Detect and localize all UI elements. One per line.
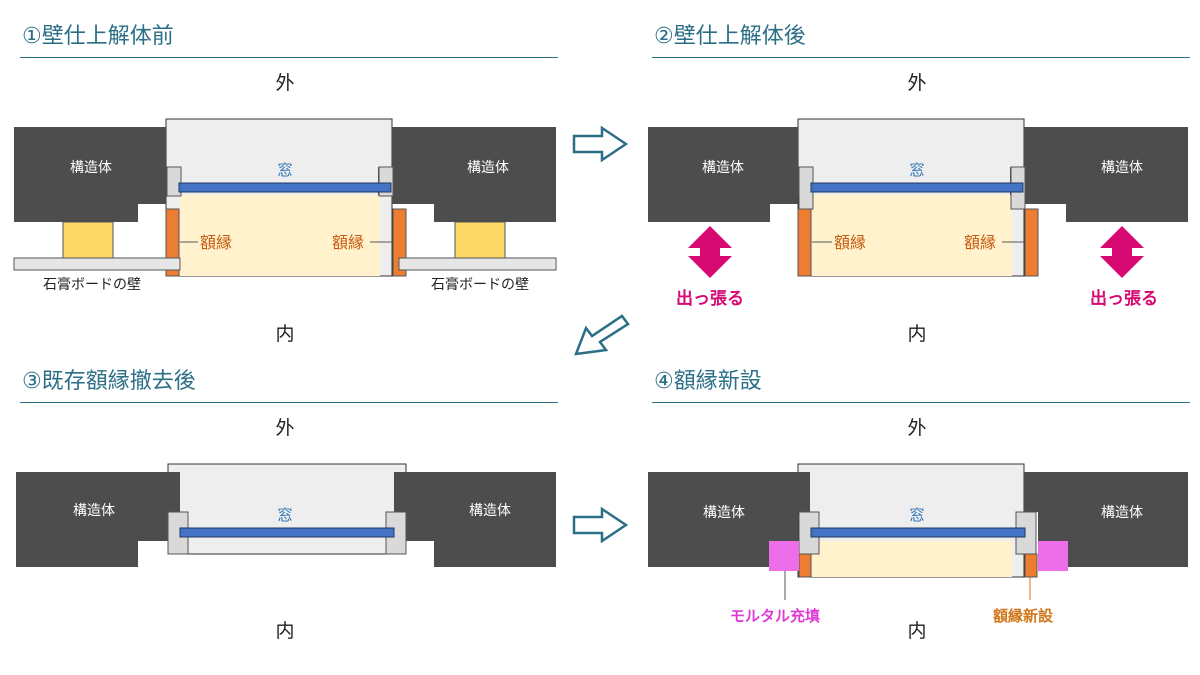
gypsum-label-right: 石膏ボードの壁 [431, 276, 529, 293]
window-label: 窓 [909, 506, 924, 524]
inside-label: 内 [907, 323, 926, 345]
structure-label-right: 構造体 [469, 503, 511, 519]
panel-title: ④額縁新設 [654, 369, 762, 394]
panel-after-demolition: ②壁仕上解体後 外 内 構造体 構造体 窓 額縁 額縁 出っ張る 出っ張る [632, 0, 1192, 345]
outside-label: 外 [907, 72, 926, 94]
protrude-label-right: 出っ張る [1090, 288, 1158, 309]
structure-wall-right [1010, 127, 1188, 222]
inside-label: 内 [275, 620, 294, 642]
title-divider [652, 57, 1190, 58]
title-divider [20, 57, 558, 58]
structure-label-left: 構造体 [703, 505, 745, 521]
window-label: 窓 [277, 161, 292, 179]
structure-label-right: 構造体 [1101, 505, 1143, 521]
glass-pane [810, 527, 1026, 538]
inside-label: 内 [907, 620, 926, 642]
frame-fill [180, 195, 380, 276]
title-divider [20, 402, 558, 403]
new-frame-label: 額縁新設 [992, 607, 1054, 625]
glass-pane [179, 527, 395, 538]
gypsum-board-right [398, 257, 557, 271]
mortar-fill-right [1038, 541, 1068, 571]
outside-label: 外 [907, 417, 926, 439]
sash-left [166, 166, 182, 197]
structure-wall-left [14, 127, 180, 222]
panel-title: ③既存額縁撤去後 [22, 369, 196, 394]
structure-wall-right [394, 472, 556, 567]
frame-jamb-right [1024, 208, 1039, 277]
window-label: 窓 [909, 161, 924, 179]
structure-label-left: 構造体 [70, 160, 112, 176]
glass-pane [810, 182, 1024, 193]
protrude-arrow-right [1100, 226, 1144, 278]
window-label: 窓 [277, 506, 292, 524]
panel-title: ①壁仕上解体前 [22, 24, 174, 49]
mortar-label: モルタル充填 [730, 607, 820, 625]
arrow-right-icon [572, 507, 628, 543]
panel-before-demolition: ①壁仕上解体前 外 内 構造体 構造体 窓 額縁 額縁 [0, 0, 560, 345]
protrude-arrow-left [688, 226, 732, 278]
panel-new-frame: ④額縁新設 外 内 構造体 構造体 窓 モルタル充填 額縁新設 [632, 345, 1192, 675]
new-frame-jamb-left [798, 553, 812, 578]
structure-label-left: 構造体 [73, 503, 115, 519]
section-drawing: 外 内 構造体 構造体 窓 額縁 額縁 [13, 72, 557, 345]
panel-after-frame-removal: ③既存額縁撤去後 外 内 構造体 構造体 窓 [0, 345, 560, 675]
structure-wall-right [378, 127, 556, 222]
inside-label: 内 [275, 323, 294, 345]
frame-label-right: 額縁 [964, 233, 996, 252]
gypsum-board-left [13, 257, 181, 271]
title-divider [652, 402, 1190, 403]
stud-left [62, 221, 114, 259]
section-drawing: 外 内 構造体 構造体 窓 モルタル充填 額縁新設 [648, 417, 1188, 642]
glass-pane [178, 182, 392, 193]
section-drawing: 外 内 構造体 構造体 窓 額縁 額縁 出っ張る 出っ張る [648, 72, 1188, 345]
structure-wall-right [1024, 472, 1188, 567]
structure-label-right: 構造体 [1101, 160, 1143, 176]
arrow-down-left-icon [574, 314, 630, 356]
mortar-fill-left [769, 541, 799, 571]
outside-label: 外 [275, 72, 294, 94]
structure-wall-left [16, 472, 180, 567]
frame-fill [812, 195, 1012, 276]
structure-wall-left [648, 127, 812, 222]
frame-jamb-left [797, 208, 812, 277]
structure-label-right: 構造体 [467, 160, 509, 176]
outside-label: 外 [275, 417, 294, 439]
gypsum-label-left: 石膏ボードの壁 [43, 276, 141, 293]
stud-right [454, 221, 506, 259]
structure-label-left: 構造体 [702, 160, 744, 176]
section-drawing: 外 内 構造体 構造体 窓 [16, 417, 556, 642]
arrow-right-icon [572, 126, 628, 162]
frame-label-right: 額縁 [332, 233, 364, 252]
frame-label-left: 額縁 [834, 233, 866, 252]
new-frame-jamb-right [1024, 553, 1038, 578]
protrude-label-left: 出っ張る [676, 288, 744, 309]
frame-label-left: 額縁 [200, 233, 232, 252]
window-box [167, 463, 407, 555]
panel-title: ②壁仕上解体後 [654, 24, 806, 49]
frame-fill [812, 541, 1012, 577]
